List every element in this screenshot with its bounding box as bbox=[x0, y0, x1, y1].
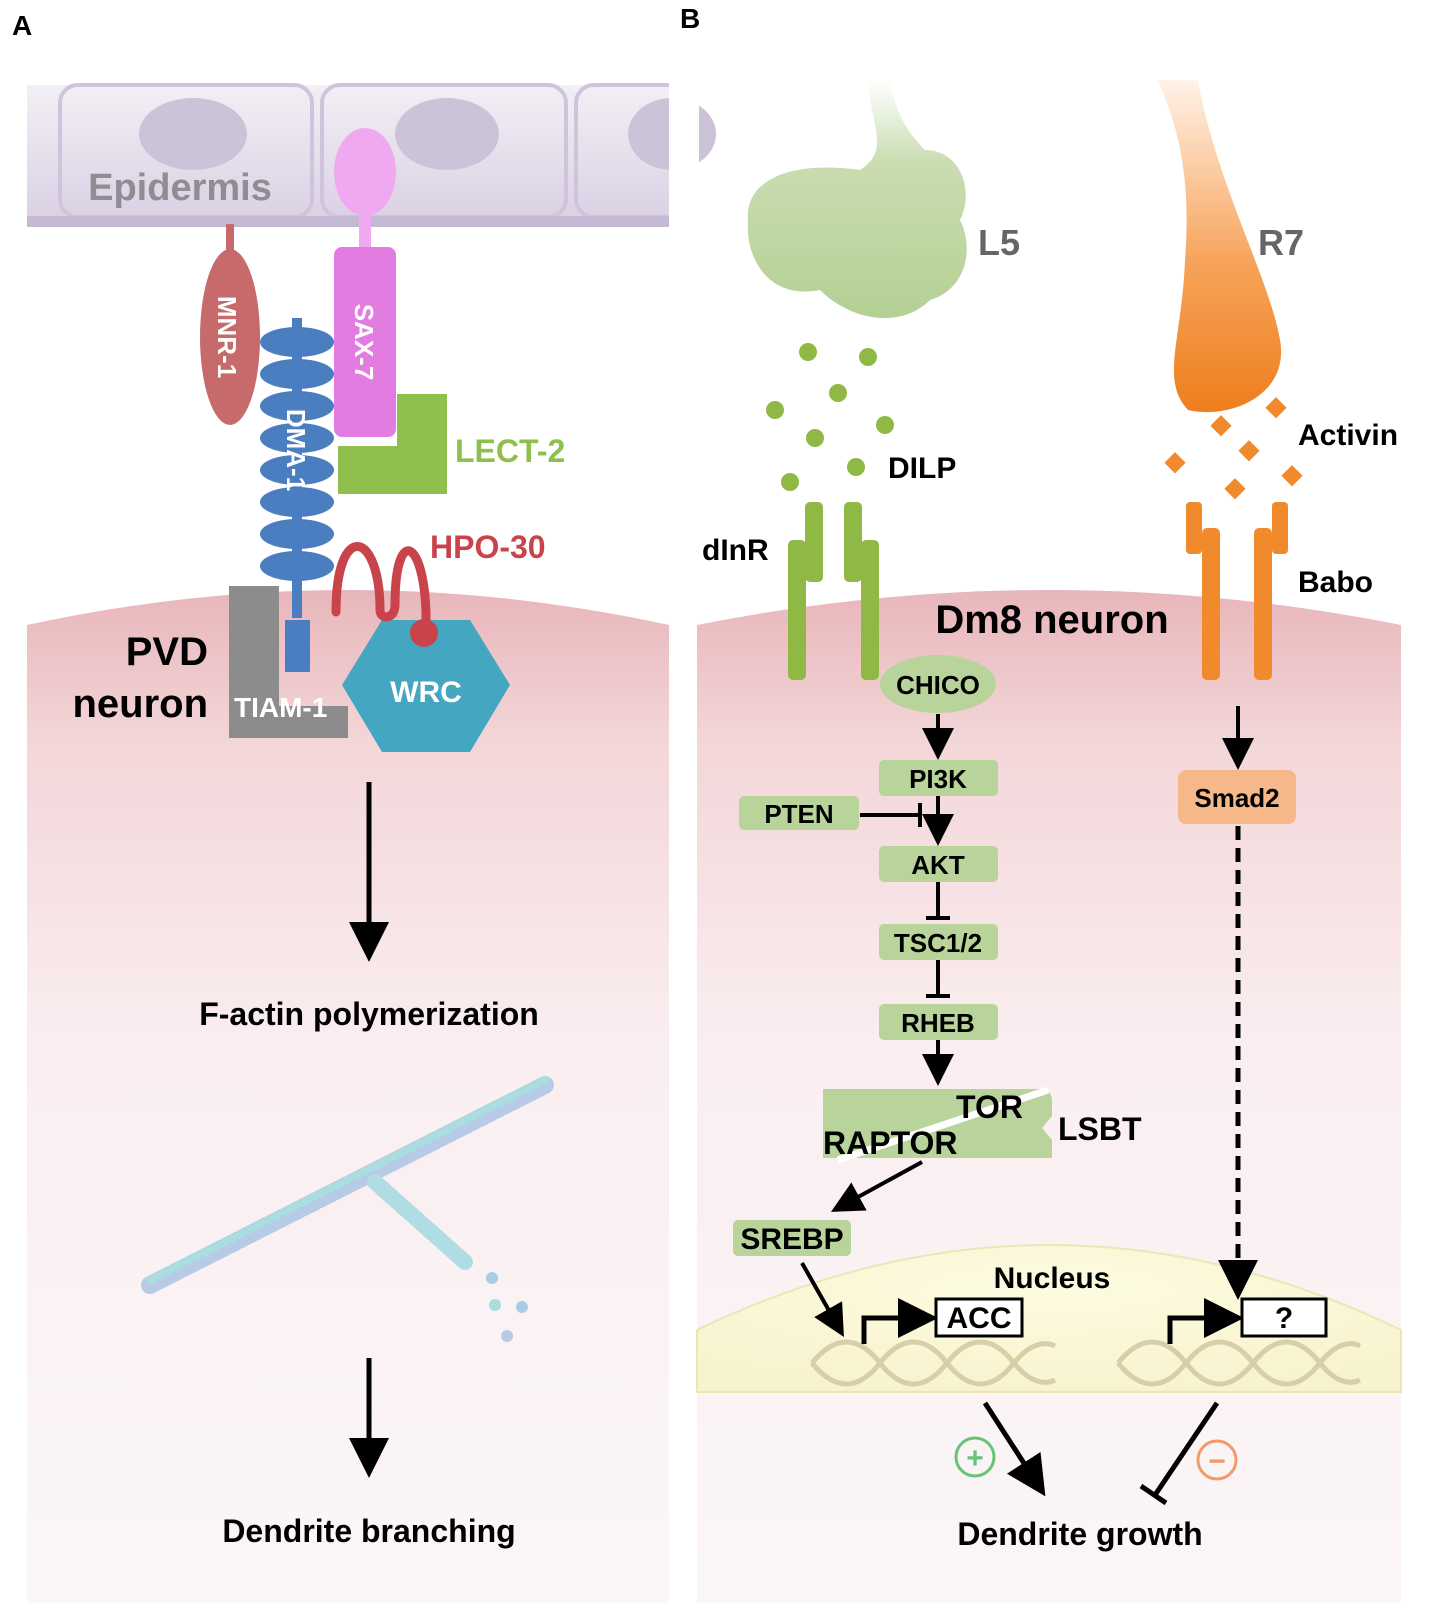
tor-label: TOR bbox=[956, 1089, 1023, 1125]
mnr1-label: MNR-1 bbox=[212, 296, 242, 378]
pten-node bbox=[739, 796, 859, 830]
minus-icon bbox=[1196, 1439, 1238, 1481]
dinr-receptor bbox=[788, 502, 879, 680]
plus-icon bbox=[954, 1436, 996, 1478]
inhibit-growth bbox=[1152, 1401, 1220, 1497]
srebp-node bbox=[733, 1220, 851, 1256]
tiam1-label: TIAM-1 bbox=[234, 692, 327, 723]
dna-helix-left bbox=[810, 1339, 1057, 1387]
chico-node bbox=[880, 655, 996, 713]
babo-receptor bbox=[1186, 502, 1288, 680]
dinr-label: dInR bbox=[702, 534, 769, 567]
chico-label: CHICO bbox=[896, 670, 980, 700]
activin-ligands bbox=[1164, 397, 1303, 500]
r7-neuron bbox=[1158, 80, 1282, 413]
dilp-label: DILP bbox=[888, 452, 956, 485]
smad2-node bbox=[1178, 770, 1296, 824]
pten-label: PTEN bbox=[764, 799, 833, 829]
dma1-label: DMA-1 bbox=[281, 409, 311, 491]
rheb-node bbox=[879, 1004, 998, 1040]
lect2-protein bbox=[338, 394, 447, 494]
dma1-intracellular bbox=[285, 620, 310, 672]
branching-label: Dendrite branching bbox=[222, 1513, 515, 1549]
pvd-label-line1: PVD bbox=[126, 630, 208, 674]
wrc-complex bbox=[342, 620, 510, 752]
nucleus-label: Nucleus bbox=[994, 1262, 1111, 1295]
epidermis-label: Epidermis bbox=[88, 167, 272, 209]
akt-label: AKT bbox=[911, 850, 965, 880]
srebp-label: SREBP bbox=[740, 1223, 843, 1256]
dna-helix-right bbox=[1116, 1339, 1362, 1387]
dilp-ligands bbox=[766, 343, 894, 491]
promoter-unknown bbox=[1167, 1298, 1244, 1344]
factin-filament bbox=[141, 1076, 554, 1342]
pi3k-label: PI3K bbox=[909, 764, 967, 794]
acc-gene bbox=[934, 1297, 1024, 1338]
activin-label: Activin bbox=[1298, 419, 1398, 452]
rheb-label: RHEB bbox=[901, 1008, 975, 1038]
tor-raptor-complex bbox=[823, 1086, 1052, 1164]
unknown-label: ? bbox=[1275, 1302, 1293, 1335]
akt-node bbox=[879, 846, 998, 882]
dma1-protein bbox=[260, 318, 334, 618]
lect2-label: LECT-2 bbox=[455, 433, 565, 469]
promoter-acc bbox=[861, 1298, 938, 1344]
dm8-neuron-label: Dm8 neuron bbox=[935, 598, 1168, 642]
hpo30-domain bbox=[410, 619, 438, 647]
pvd-neuron-body bbox=[27, 590, 669, 1603]
l5-neuron bbox=[747, 80, 967, 319]
pvd-label-line2: neuron bbox=[72, 682, 208, 726]
mnr1-protein bbox=[200, 224, 260, 425]
pi3k-node bbox=[879, 760, 998, 796]
wrc-label: WRC bbox=[390, 676, 462, 709]
hpo30-protein bbox=[331, 542, 431, 635]
panel-a-letter: A bbox=[12, 10, 32, 41]
r7-label: R7 bbox=[1258, 222, 1304, 263]
l5-label: L5 bbox=[978, 222, 1020, 263]
unknown-gene bbox=[1240, 1297, 1328, 1338]
factin-label: F-actin polymerization bbox=[199, 996, 539, 1032]
minus-sign: − bbox=[1208, 1445, 1226, 1478]
hpo30-label: HPO-30 bbox=[430, 529, 546, 565]
tsc-node bbox=[879, 924, 998, 960]
sax7-protein bbox=[334, 128, 396, 437]
panel-b-letter: B bbox=[680, 3, 700, 34]
sax7-label: SAX-7 bbox=[349, 304, 379, 381]
arrow-srebp-dna bbox=[800, 1262, 844, 1337]
tiam1-protein bbox=[229, 586, 348, 738]
plus-sign: + bbox=[966, 1442, 984, 1475]
smad2-label: Smad2 bbox=[1194, 783, 1279, 813]
acc-label: ACC bbox=[947, 1302, 1012, 1335]
babo-label: Babo bbox=[1298, 566, 1373, 599]
dendrite-growth-label: Dendrite growth bbox=[957, 1516, 1202, 1552]
arrow-promote-growth bbox=[982, 1401, 1046, 1497]
arrow-tor-srebp bbox=[830, 1160, 923, 1212]
tsc-label: TSC1/2 bbox=[894, 928, 982, 958]
lsbt-label: LSBT bbox=[1058, 1111, 1142, 1147]
epidermis-layer bbox=[27, 80, 716, 230]
raptor-label: RAPTOR bbox=[823, 1125, 958, 1161]
